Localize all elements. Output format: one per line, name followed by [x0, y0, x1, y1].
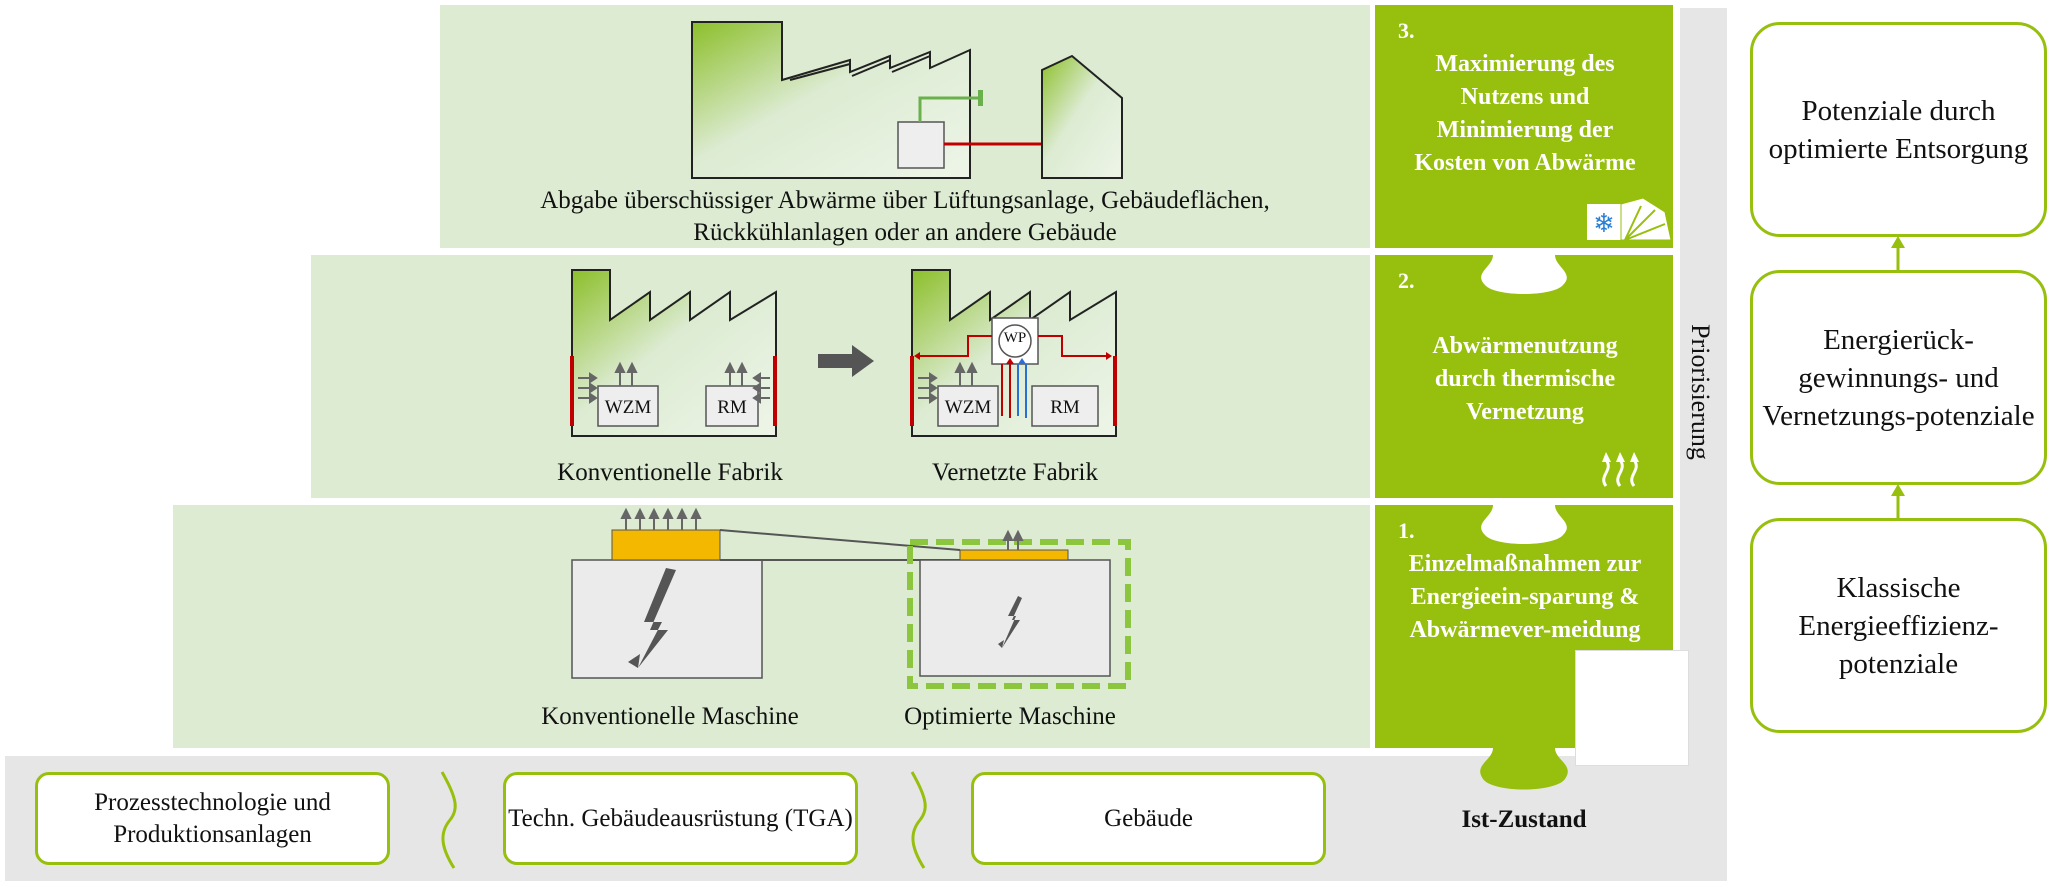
top-caption-line1: Abgabe überschüssiger Abwärme über Lüftu… — [540, 187, 1270, 214]
base-box-building: Gebäude — [971, 772, 1326, 865]
state-label: Ist-Zustand — [1461, 806, 1587, 833]
step-3-title: Maximierung des Nutzens und Minimierung … — [1414, 51, 1636, 176]
wzm-label-right: WZM — [944, 397, 992, 418]
base-box-tga: Techn. Gebäudeausrüstung (TGA) — [503, 772, 858, 865]
step-column — [1375, 5, 1673, 793]
priority-label: Priorisierung — [1686, 324, 1715, 460]
separator-bracket — [906, 770, 936, 870]
wzm-label-left: WZM — [604, 397, 652, 418]
conventional-machine-caption: Konventionelle Maschine — [541, 703, 799, 730]
wp-label: WP — [1003, 330, 1027, 346]
optimized-machine-caption: Optimierte Maschine — [904, 703, 1116, 730]
machine-comparison-graphic — [570, 498, 1131, 689]
snowflake-icon: ❄ — [1585, 197, 1675, 246]
step-2-number: 2. — [1398, 268, 1415, 293]
priority-strip — [1680, 8, 1727, 768]
conventional-factory-caption: Konventionelle Fabrik — [557, 459, 783, 486]
potential-box-disposal: Potenziale durch optimierte Entsorgung — [1750, 22, 2047, 237]
potential-box-classic: Klassische Energieeffizienz-potenziale — [1750, 518, 2047, 733]
step-1-number: 1. — [1398, 518, 1415, 543]
conventional-factory-graphic — [570, 268, 780, 438]
base-box-process-technology: Prozesstechnologie und Produktionsanlage… — [35, 772, 390, 865]
up-arrow-icon — [1888, 484, 1908, 520]
blank-overlay — [1575, 650, 1689, 766]
networked-factory-caption: Vernetzte Fabrik — [932, 459, 1098, 486]
heat-waves-icon — [1598, 440, 1648, 490]
step-3-number: 3. — [1398, 18, 1415, 43]
separator-bracket — [436, 770, 466, 870]
step-2-title: Abwärmenutzung durch thermische Vernetzu… — [1432, 333, 1618, 425]
factory-heat-dissipation-graphic — [690, 20, 1130, 180]
networked-factory-graphic — [910, 268, 1120, 438]
rm-label-left: RM — [717, 397, 747, 418]
bottom-band — [173, 505, 1370, 748]
step-1-title: Einzelmaßnahmen zur Energieein-sparung &… — [1408, 551, 1642, 643]
rm-label-right: RM — [1050, 397, 1080, 418]
middle-band — [311, 255, 1370, 498]
up-arrow-icon — [1888, 236, 1908, 272]
svg-text:❄: ❄ — [1593, 209, 1615, 239]
transition-arrow-icon — [818, 345, 874, 377]
step-puzzle-graphic — [1375, 5, 1673, 790]
top-caption-line2: Rückkühlanlagen oder an andere Gebäude — [693, 219, 1117, 246]
potential-box-recovery: Energierück-gewinnungs- und Vernetzungs-… — [1750, 270, 2047, 485]
